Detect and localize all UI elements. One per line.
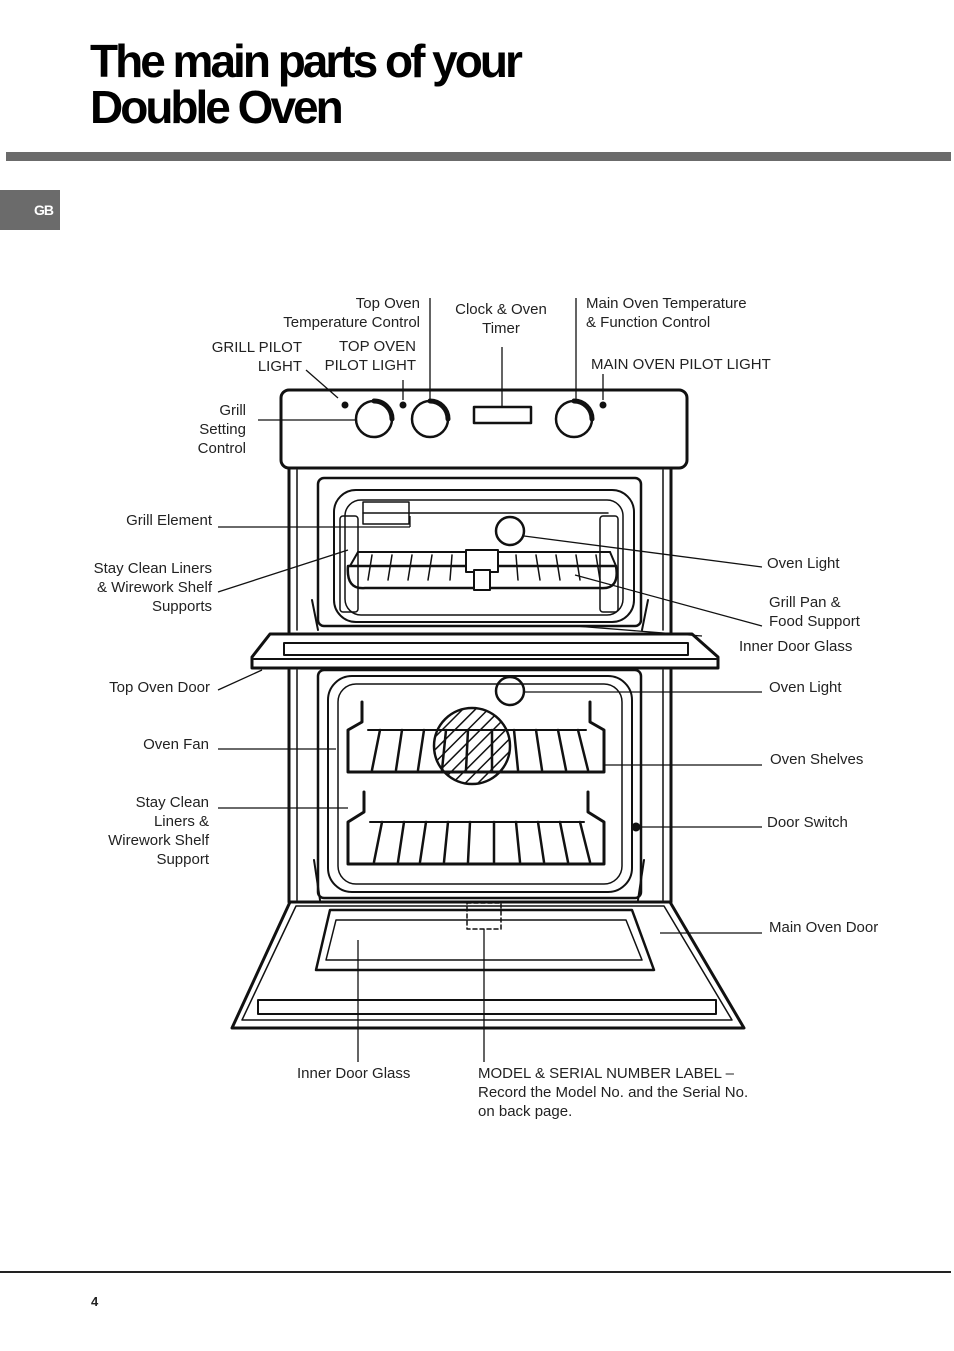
- label-clock-timer: Clock & Oven Timer: [438, 300, 564, 338]
- label-text: MODEL & SERIAL NUMBER LABEL – Record the…: [478, 1065, 749, 1120]
- grill-pan: [346, 564, 618, 590]
- label-text: Oven Shelves: [770, 751, 864, 768]
- label-inner-door-glass-bottom: Inner Door Glass: [297, 1064, 410, 1083]
- top-oven-door: [250, 632, 720, 670]
- label-stay-clean-liners-main: Stay Clean Liners & Wirework Shelf Suppo…: [70, 793, 209, 869]
- label-text: Main Oven Temperature & Function Control: [586, 295, 747, 331]
- label-text: Grill Setting Control: [197, 402, 246, 457]
- top-oven-cavity: [311, 476, 649, 631]
- lower-oven-shelf: [346, 790, 606, 866]
- upper-oven-shelf: [346, 700, 606, 774]
- label-grill-setting-control: Grill Setting Control: [176, 401, 246, 458]
- top-oven-pilot-light-dot: [399, 401, 407, 409]
- label-main-oven-door: Main Oven Door: [769, 918, 878, 937]
- label-text: Clock & Oven Timer: [455, 301, 547, 337]
- page-number: 4: [91, 1294, 99, 1309]
- label-grill-element: Grill Element: [92, 511, 212, 530]
- label-text: Stay Clean Liners & Wirework Shelf Suppo…: [93, 560, 212, 615]
- label-text: Door Switch: [767, 814, 848, 831]
- label-text: Inner Door Glass: [297, 1065, 411, 1082]
- label-text: Top Oven Temperature Control: [283, 295, 420, 331]
- label-top-oven-pilot-light: TOP OVEN PILOT LIGHT: [310, 337, 416, 375]
- label-oven-fan: Oven Fan: [90, 735, 209, 754]
- main-oven-light: [494, 675, 526, 707]
- control-panel: [279, 388, 689, 470]
- footer-divider: [0, 1271, 951, 1273]
- label-top-oven-door: Top Oven Door: [70, 678, 210, 697]
- label-text: Inner Door Glass: [739, 638, 853, 655]
- main-oven-pilot-light-dot: [599, 401, 607, 409]
- label-oven-light-main: Oven Light: [769, 678, 842, 697]
- label-oven-light-top: Oven Light: [767, 554, 840, 573]
- label-text: Top Oven Door: [109, 679, 210, 696]
- label-text: Oven Light: [767, 555, 840, 572]
- label-door-switch: Door Switch: [767, 813, 848, 832]
- page-title: The main parts of your Double Oven: [90, 35, 523, 133]
- label-main-oven-temp-control: Main Oven Temperature & Function Control: [586, 294, 747, 332]
- label-oven-shelves: Oven Shelves: [770, 750, 863, 769]
- language-tab: GB: [0, 190, 60, 230]
- label-text: GRILL PILOT LIGHT: [211, 339, 302, 375]
- label-text: Main Oven Door: [769, 919, 879, 936]
- label-text: Grill Element: [126, 512, 212, 529]
- title-divider: [6, 152, 951, 161]
- label-text: Stay Clean Liners & Wirework Shelf Suppo…: [108, 794, 209, 868]
- label-inner-door-glass-top: Inner Door Glass: [739, 637, 852, 656]
- grill-pilot-light-dot: [341, 401, 349, 409]
- label-text: MAIN OVEN PILOT LIGHT: [591, 356, 771, 373]
- door-switch: [631, 822, 641, 832]
- label-grill-pilot-light: GRILL PILOT LIGHT: [196, 338, 302, 376]
- label-main-oven-pilot-light: MAIN OVEN PILOT LIGHT: [591, 355, 771, 374]
- top-oven-light: [494, 515, 526, 547]
- title-line-1: The main parts of your: [90, 35, 523, 87]
- label-grill-pan: Grill Pan & Food Support: [769, 593, 860, 631]
- label-model-serial: MODEL & SERIAL NUMBER LABEL – Record the…: [478, 1064, 748, 1121]
- title-line-2: Double Oven: [90, 81, 344, 133]
- main-oven-cavity: [313, 668, 645, 901]
- label-stay-clean-liners-top: Stay Clean Liners & Wirework Shelf Suppo…: [72, 559, 212, 616]
- main-oven-door: [230, 900, 746, 1030]
- label-top-oven-temp-control: Top Oven Temperature Control: [262, 294, 420, 332]
- label-text: TOP OVEN PILOT LIGHT: [324, 338, 416, 374]
- label-text: Oven Light: [769, 679, 842, 696]
- label-text: Oven Fan: [143, 736, 209, 753]
- label-text: Grill Pan & Food Support: [769, 594, 860, 630]
